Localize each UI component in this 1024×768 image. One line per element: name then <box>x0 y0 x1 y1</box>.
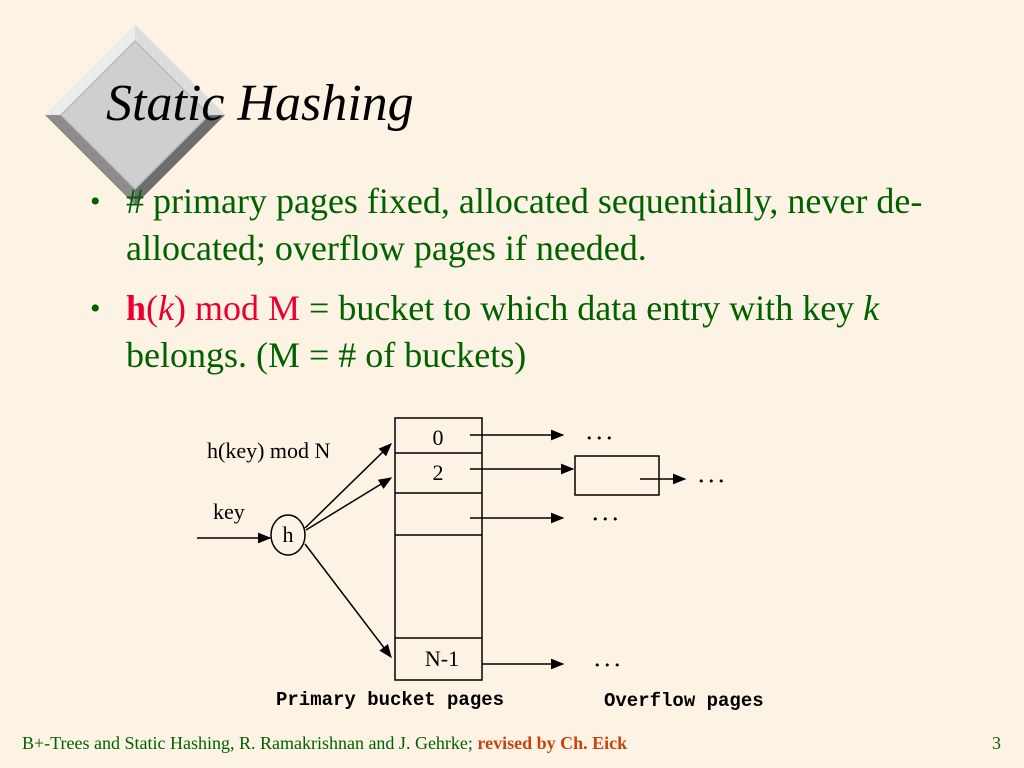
hash-function-label: h <box>283 522 294 547</box>
bullet-item-primary-pages: • # primary pages fixed, allocated seque… <box>90 178 990 272</box>
overflow-caption: Overflow pages <box>604 690 764 712</box>
bullet-dot: • <box>90 185 101 218</box>
slide-title: Static Hashing <box>106 75 414 132</box>
hash-mod-m: ) mod M <box>174 288 301 328</box>
bullet-dot: • <box>90 292 101 325</box>
ellipsis-bucket-n-1: • • • <box>594 659 620 672</box>
hash-k: k <box>158 288 175 328</box>
fan-out-arrows <box>304 443 393 659</box>
ellipsis-bucket-3: • • • <box>592 513 618 526</box>
bullet-text: # primary pages fixed, allocated sequent… <box>126 181 923 268</box>
primary-bucket-caption: Primary bucket pages <box>276 689 504 711</box>
hash-open-paren: ( <box>146 288 159 328</box>
bullet-list: • # primary pages fixed, allocated seque… <box>90 178 990 392</box>
hash-function-node <box>270 514 306 556</box>
bullet-text-part2: belongs. (M = # of buckets) <box>126 335 527 375</box>
bucket-label-0: 0 <box>433 425 444 450</box>
key-k: k <box>863 288 880 328</box>
bullet-item-hash-function: • h(k) mod M = bucket to which data entr… <box>90 285 990 379</box>
bullet-text-part1: = bucket to which data entry with key <box>300 288 864 328</box>
ellipsis-bucket-0: • • • <box>586 432 612 445</box>
diamond-logo-icon <box>45 25 225 205</box>
footer-citation: B+-Trees and Static Hashing, R. Ramakris… <box>22 733 627 754</box>
footer-citation-text: B+-Trees and Static Hashing, R. Ramakris… <box>22 733 478 753</box>
bucket-label-2: 2 <box>433 460 444 485</box>
bucket-label-n-1: N-1 <box>425 646 459 671</box>
overflow-page <box>574 455 660 496</box>
hash-mod-label: h(key) mod N <box>207 438 331 463</box>
page-number: 3 <box>992 733 1001 753</box>
hash-h: h <box>126 288 147 328</box>
key-label: key <box>213 499 245 524</box>
bucket-pointer-arrows <box>470 429 575 670</box>
primary-bucket-column <box>394 417 483 681</box>
footer-revised: revised by Ch. Eick <box>477 733 628 753</box>
ellipsis-overflow: • • • <box>698 475 724 488</box>
